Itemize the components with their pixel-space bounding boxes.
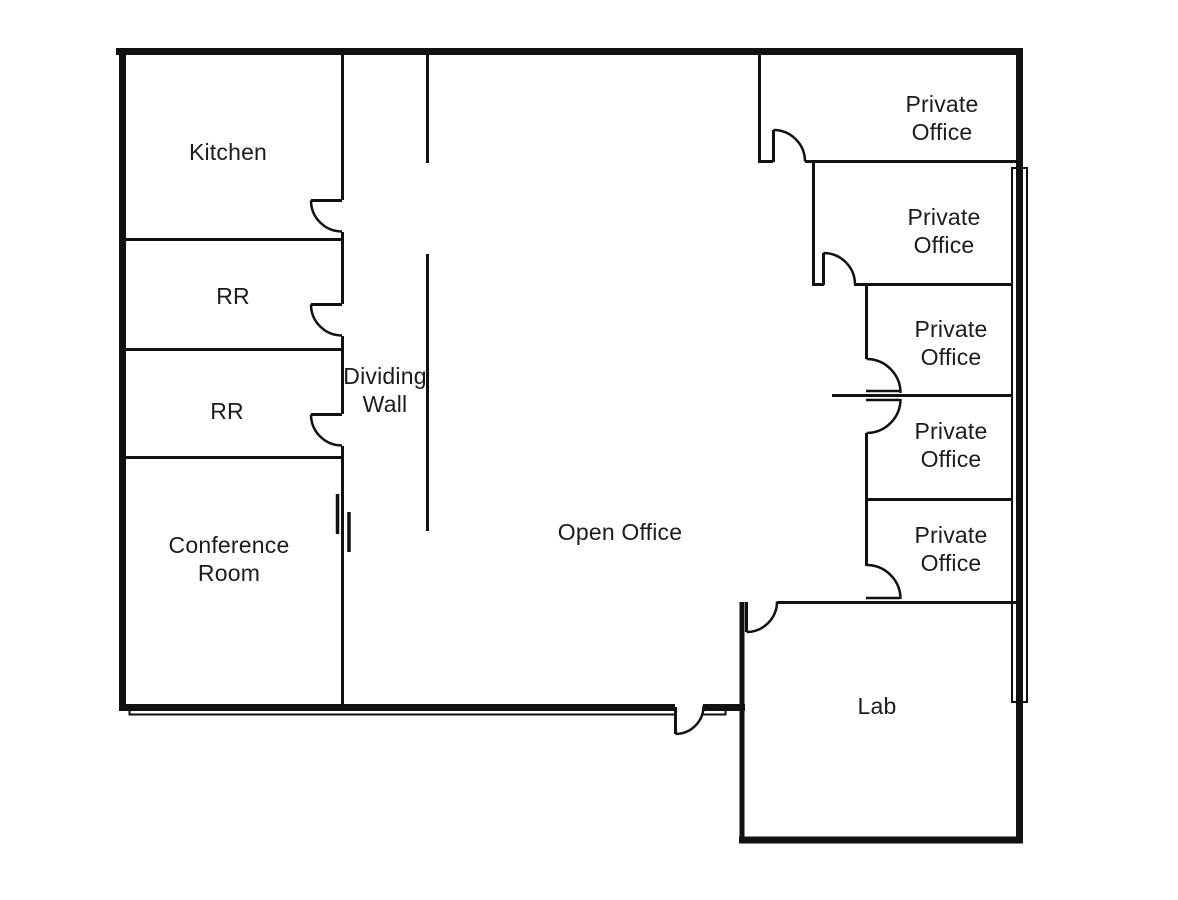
- room-label-restroom-top: RR: [216, 283, 250, 309]
- kitchen-restroom-conference-walls: [120, 48, 344, 707]
- room-label-private-office-4: Private Office: [914, 418, 988, 472]
- room-label-private-office-5: Private Office: [914, 522, 988, 576]
- room-label-open-office: Open Office: [557, 519, 683, 545]
- room-label-private-office-3: Private Office: [914, 316, 988, 370]
- room-label-lab: Lab: [857, 693, 897, 719]
- room-label-private-office-2: Private Office: [907, 204, 981, 258]
- exterior-walls: [116, 48, 1023, 844]
- private-office-walls: [758, 48, 1017, 604]
- room-label-conference-room: Conference Room: [168, 532, 290, 586]
- room-label-restroom-bottom: RR: [210, 398, 244, 424]
- sliding-door-symbol: [335, 494, 351, 552]
- room-label-private-office-1: Private Office: [905, 91, 979, 145]
- window-lines: [128, 167, 1028, 716]
- door-symbols: [309, 128, 902, 736]
- room-label-dividing-wall: Dividing Wall: [343, 363, 427, 417]
- room-label-kitchen: Kitchen: [188, 139, 268, 165]
